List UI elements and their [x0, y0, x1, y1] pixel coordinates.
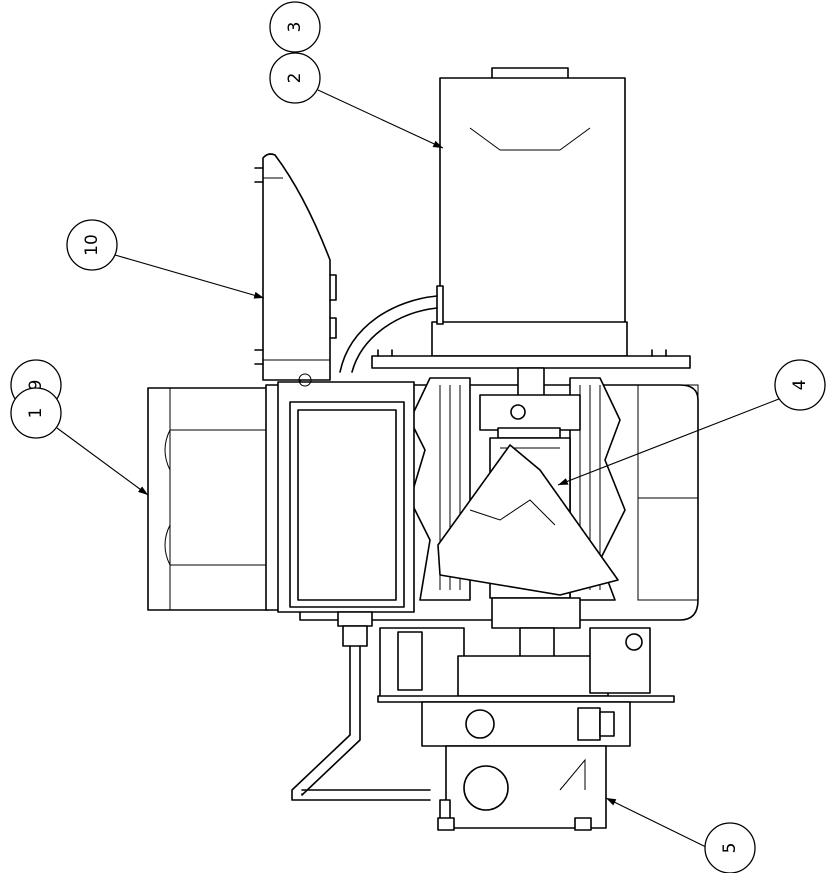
callout-3: 3 [269, 1, 321, 53]
svg-text:4: 4 [790, 380, 810, 391]
leader-10 [114, 254, 265, 299]
callout-4: 4 [774, 359, 826, 411]
svg-text:5: 5 [720, 843, 740, 854]
leader-4 [557, 396, 785, 486]
junction-box [147, 373, 415, 613]
leader-5 [605, 797, 709, 849]
callout-5: 5 [704, 822, 756, 873]
callout-1: 1 [10, 387, 62, 439]
svg-text:2: 2 [285, 73, 305, 84]
callout-2: 2 [269, 52, 321, 104]
motor-assembly [431, 67, 628, 357]
lower-housing [377, 627, 675, 703]
leader-1 [56, 427, 149, 496]
leader-lines [56, 89, 785, 849]
svg-text:10: 10 [82, 234, 102, 256]
shroud [437, 444, 619, 596]
conduit [291, 611, 431, 801]
callout-10: 10 [66, 219, 118, 271]
valve-block [421, 701, 631, 831]
svg-text:3: 3 [285, 22, 305, 33]
mounting-bracket [254, 153, 337, 381]
svg-text:1: 1 [26, 408, 46, 419]
leader-2 [317, 89, 444, 149]
motor-cable [339, 295, 438, 373]
svg-text:9: 9 [26, 380, 46, 391]
